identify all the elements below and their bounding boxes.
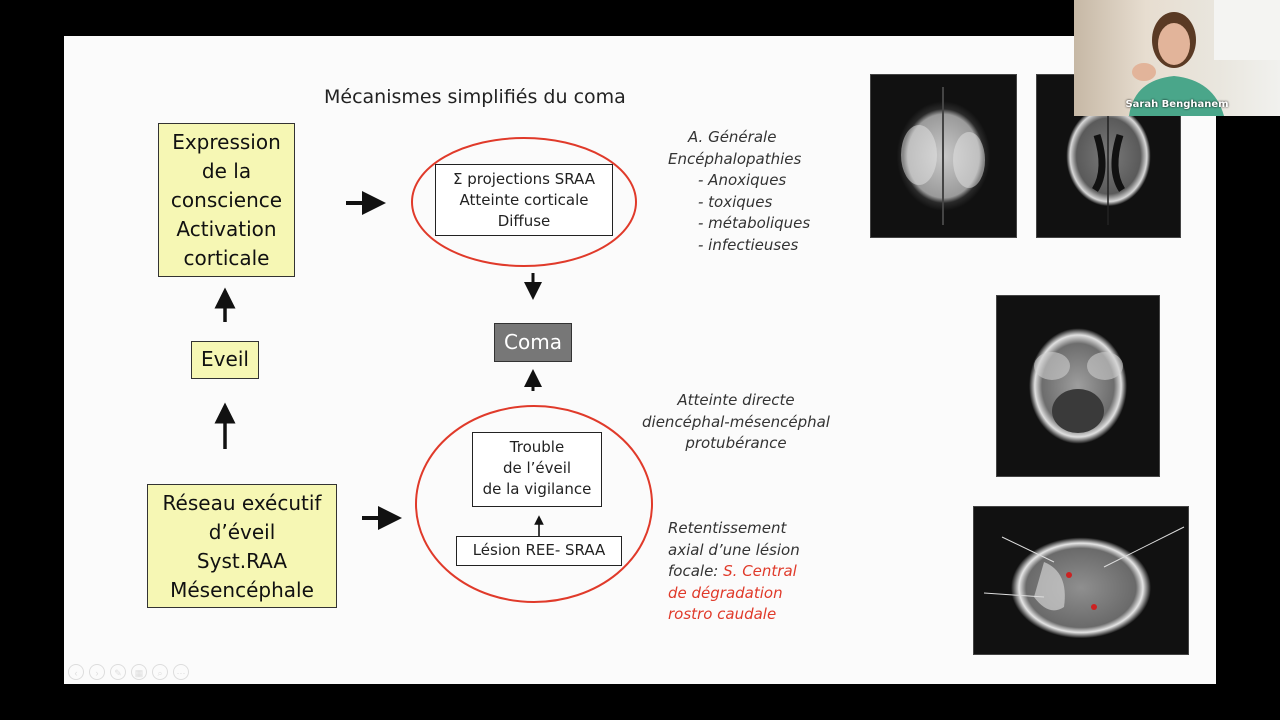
note-atteinte-generale: A. Générale Encéphalopathies - Anoxiques… [668,127,810,256]
ct-coronal-herniation-image [973,506,1189,655]
text-line: Encéphalopathies [668,149,802,168]
text-line: Réseau exécutif [162,491,322,515]
box-trouble-eveil: Trouble de l’éveil de la vigilance [472,432,602,507]
text-line: d’éveil [208,520,276,544]
text-line: Trouble [509,438,565,456]
box-coma: Coma [494,323,572,362]
text-line: de la [201,159,252,183]
text-line: diencéphal-mésencéphal [642,412,830,431]
text-line: - Anoxiques [698,171,787,189]
box-projections-sraa: Σ projections SRAA Atteinte corticale Di… [435,164,613,236]
text-line: axial d’une lésion [668,540,800,559]
box-expression-conscience: Expression de la conscience Activation c… [158,123,295,277]
slideshow-controls: ‹ › ✎ ▦ ⌕ ⋯ [68,664,189,680]
text-line: protubérance [685,434,787,452]
mri-axial-brainstem-image [996,295,1160,477]
circle-top [411,137,637,267]
text-line: de l’éveil [502,459,572,477]
box-eveil: Eveil [191,341,259,379]
pen-tool-button[interactable]: ✎ [110,664,126,680]
text-line: Syst.RAA [196,549,288,573]
slide-title: Mécanismes simplifiés du coma [324,86,626,108]
text-line: Activation [176,217,277,241]
participant-silhouette [1129,0,1280,116]
text-line: - métaboliques [698,214,811,232]
text-line: Mésencéphale [170,578,314,602]
circle-bottom [415,405,653,603]
text-line-red: rostro caudale [668,605,777,623]
text-line: Σ projections SRAA [452,170,596,188]
presentation-slide: Mécanismes simplifiés du coma Expression… [64,36,1216,684]
box-reseau-executif: Réseau exécutif d’éveil Syst.RAA Mésencé… [147,484,337,608]
brain-image [1034,352,1123,433]
note-atteinte-directe: Atteinte directe diencéphal-mésencéphal … [638,390,834,455]
text-line: corticale [183,246,270,270]
text-line: Atteinte corticale [459,191,589,209]
text-line: Expression [172,130,281,154]
text-line: - infectieuses [698,235,799,254]
zoom-button[interactable]: ⌕ [152,664,168,680]
next-slide-button[interactable]: › [89,664,105,680]
participant-video-tile[interactable]: Sarah Benghanem [1074,0,1280,116]
slides-grid-button[interactable]: ▦ [131,664,147,680]
text-line: Atteinte directe [677,391,795,409]
brain-image [901,87,985,225]
participant-name: Sarah Benghanem [1125,99,1229,110]
mri-axial-diffuse-image [870,74,1017,238]
more-options-button[interactable]: ⋯ [173,664,189,680]
text-line-red: de dégradation [668,583,783,602]
diagram-arrows [214,137,653,603]
brain-image [983,526,1185,611]
text-line: - toxiques [698,192,773,211]
text-line: de la vigilance [482,480,592,498]
text-line-red: S. Central [723,562,797,580]
note-retentissement: Retentissement axial d’une lésion focale… [668,518,800,626]
text-line: Retentissement [668,519,787,537]
text-line: A. Générale [688,128,777,146]
box-lesion-ree-sraa: Lésion REE- SRAA [456,536,622,566]
text-line: conscience [170,188,283,212]
text-line: Diffuse [497,212,551,230]
previous-slide-button[interactable]: ‹ [68,664,84,680]
text-line: focale: [668,562,719,580]
